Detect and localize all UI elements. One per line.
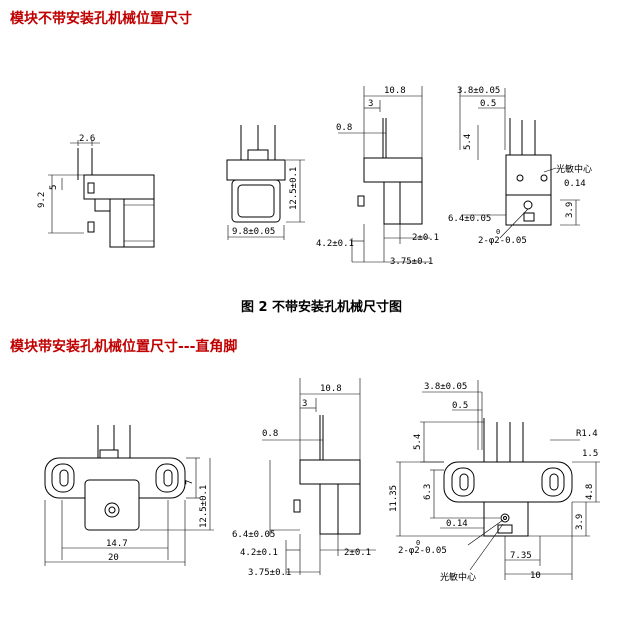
top-detail-view: 3.8±0.05 0.5 5.4 光敏中心 0.14 6.4±0.05 3.9 … xyxy=(448,86,592,246)
dim-2-6: 2.6 xyxy=(79,134,95,144)
dim-detail-6-4: 6.4±0.05 xyxy=(448,214,491,224)
dim-side-3: 3 xyxy=(368,99,373,109)
dim-bottom-7: 7 xyxy=(185,480,195,485)
dim-detail-0-5: 0.5 xyxy=(480,99,496,109)
dim-b-detail-hole: 2-φ2-0.05 xyxy=(398,546,447,556)
dim-side-total: 10.8 xyxy=(384,86,406,96)
dim-detail-0-14: 0.14 xyxy=(564,179,586,189)
dim-side-2: 2±0.1 xyxy=(412,233,439,243)
label-photo-center: 光敏中心 xyxy=(556,163,592,175)
bottom-detail-view: 3.8±0.05 0.5 5.4 R1.4 1.5 4.8 6.3 11. xyxy=(389,380,600,583)
dim-side-4-2: 4.2±0.1 xyxy=(316,239,354,249)
dim-b-detail-11-35: 11.35 xyxy=(389,485,399,512)
dim-b-detail-5-4: 5.4 xyxy=(413,434,423,450)
dim-bottom-14-7: 14.7 xyxy=(106,539,128,549)
dim-b-side-total: 10.8 xyxy=(320,384,342,394)
dim-b-detail-hole-sup: 0 xyxy=(416,539,420,547)
dim-b-side-2: 2±0.1 xyxy=(344,548,371,558)
dim-bottom-20: 20 xyxy=(108,553,119,563)
dim-side-0-8: 0.8 xyxy=(336,123,352,133)
top-side-view: 10.8 3 0.8 4.2±0.1 2±0.1 3.75±0.1 xyxy=(316,86,439,267)
dim-5: 5 xyxy=(49,185,59,190)
dim-front-width: 9.8±0.05 xyxy=(232,227,275,237)
dim-b-side-3-75: 3.75±0.1 xyxy=(248,568,291,578)
bottom-side-view: 10.8 3 0.8 6.4±0.05 4.2±0.1 2±0.1 3.75±0… xyxy=(232,378,376,578)
dim-b-side-3: 3 xyxy=(302,399,307,409)
dim-detail-5-4: 5.4 xyxy=(463,134,473,150)
dim-b-side-0-8: 0.8 xyxy=(262,429,278,439)
dim-bottom-front-height: 12.5±0.1 xyxy=(199,485,209,528)
dim-b-detail-0-5: 0.5 xyxy=(452,401,468,411)
dim-b-detail-0-14: 0.14 xyxy=(446,519,468,529)
dim-front-height: 12.5±0.1 xyxy=(289,167,299,210)
dim-detail-3-8: 3.8±0.05 xyxy=(457,86,500,96)
heading-without-mounting-holes: 模块不带安装孔机械位置尺寸 xyxy=(10,11,192,27)
label-b-photo-center: 光敏中心 xyxy=(440,571,476,583)
heading-with-mounting-holes: 模块带安装孔机械位置尺寸---直角脚 xyxy=(10,339,238,355)
figure-caption: 图 2 不带安装孔机械尺寸图 xyxy=(240,300,403,315)
dim-9-2: 9.2 xyxy=(37,192,47,208)
dim-side-3-75: 3.75±0.1 xyxy=(390,257,433,267)
dim-b-detail-3-8: 3.8±0.05 xyxy=(424,382,467,392)
top-front-view: 9.8±0.05 12.5±0.1 xyxy=(226,125,305,240)
dim-b-detail-10: 10 xyxy=(530,571,541,581)
dim-detail-3-9: 3.9 xyxy=(565,202,575,218)
dim-b-detail-r1-4: R1.4 xyxy=(576,429,598,439)
dim-b-detail-7-35: 7.35 xyxy=(510,551,532,561)
dim-b-detail-6-3: 6.3 xyxy=(423,484,433,500)
top-small-side-view: 2.6 9.2 5 xyxy=(37,134,155,248)
bottom-front-view: 7 12.5±0.1 14.7 20 xyxy=(44,425,214,566)
dim-b-detail-1-5: 1.5 xyxy=(582,449,598,459)
dim-detail-hole: 2-φ2-0.05 xyxy=(478,236,527,246)
dim-b-detail-4-8: 4.8 xyxy=(585,484,595,500)
dim-b-side-4-2: 4.2±0.1 xyxy=(240,548,278,558)
dim-b-detail-3-9: 3.9 xyxy=(575,514,585,530)
dim-detail-hole-sup: 0 xyxy=(496,228,500,236)
dim-b-side-6-4: 6.4±0.05 xyxy=(232,530,275,540)
